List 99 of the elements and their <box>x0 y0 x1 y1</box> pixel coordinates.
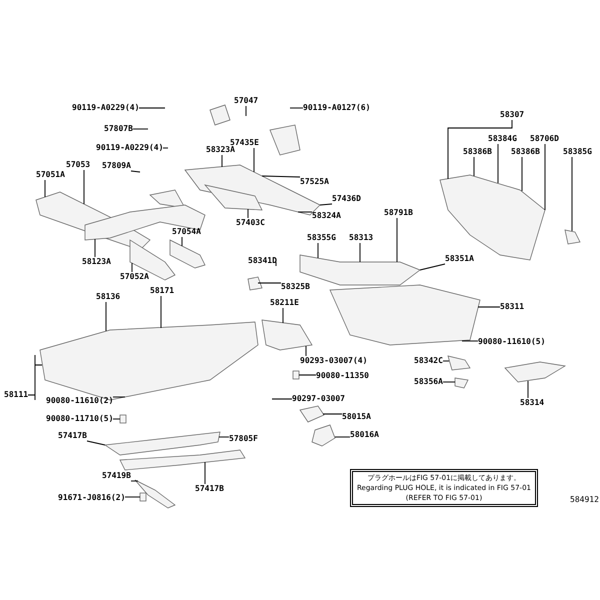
part-number: 58385G <box>563 147 592 157</box>
leader-line <box>334 436 350 438</box>
part-number: 57417B <box>58 431 87 441</box>
leader-line <box>420 264 446 270</box>
body-part-drawing <box>440 174 546 260</box>
part-number: 57051A <box>36 170 65 180</box>
bolt-drawing <box>140 492 146 502</box>
part-number: 58706D <box>530 134 559 144</box>
body-part-drawing <box>134 480 176 508</box>
part-number: 90119-A0229(4) <box>96 143 164 153</box>
part-number: 58314 <box>520 398 544 408</box>
leader-line <box>112 396 126 398</box>
leader-line <box>124 496 140 498</box>
part-number: 58791B <box>384 208 413 218</box>
part-number: 90297-03007 <box>292 394 345 404</box>
leader-line <box>160 296 162 328</box>
leader-line <box>44 180 46 198</box>
drawing-number: 584912 <box>570 495 599 504</box>
part-number: 58211E <box>270 298 299 308</box>
part-number: 58016A <box>350 430 379 440</box>
leader-line <box>442 360 450 362</box>
part-number: 57417B <box>195 484 224 494</box>
leader-line <box>130 170 140 172</box>
body-part-drawing <box>564 230 581 244</box>
body-part-drawing <box>204 184 263 210</box>
leader-line <box>258 282 282 284</box>
leader-line <box>112 418 120 420</box>
part-number: 90080-11610(2) <box>46 396 114 406</box>
leader-line <box>86 440 106 446</box>
part-number: 57809A <box>102 161 131 171</box>
part-number: 58136 <box>96 292 120 302</box>
leader-line <box>462 340 478 342</box>
part-number: 58341D <box>248 256 277 266</box>
leader-line <box>282 308 284 324</box>
leader-line <box>218 436 230 438</box>
part-number: 58386B <box>511 147 540 157</box>
part-number: 58325B <box>281 282 310 292</box>
part-number: 58015A <box>342 412 371 422</box>
part-number: 57052A <box>120 272 149 282</box>
part-number: 58313 <box>349 233 374 243</box>
leader-line <box>298 374 316 376</box>
leader-line <box>262 176 300 178</box>
body-part-drawing <box>262 320 313 350</box>
part-number: 58323A <box>206 145 235 155</box>
part-number: 57419B <box>102 471 131 481</box>
part-number: 90119-A0229(4) <box>72 103 140 113</box>
part-number: 90080-11710(5) <box>46 414 114 424</box>
part-number: 90293-03007(4) <box>300 356 368 366</box>
body-part-drawing <box>329 284 480 346</box>
body-part-drawing <box>448 356 471 370</box>
part-number: 58355G <box>307 233 336 243</box>
part-number: 57047 <box>234 96 258 106</box>
part-number: 58111 <box>4 390 28 400</box>
part-number: 58351A <box>445 254 474 264</box>
bolt-drawing <box>292 370 300 380</box>
leader-line <box>204 462 206 484</box>
body-part-drawing <box>270 124 300 156</box>
part-number: 58324A <box>312 211 341 221</box>
leader-line <box>478 306 500 308</box>
leader-line <box>28 354 42 400</box>
body-part-drawing <box>504 362 566 382</box>
leader-line <box>130 480 138 482</box>
leader-line <box>94 238 96 258</box>
body-part-drawing <box>119 450 246 470</box>
body-part-drawing <box>104 432 220 456</box>
body-part-drawing <box>299 406 325 422</box>
part-number: 90080-11610(5) <box>478 337 546 347</box>
note-box <box>352 471 536 505</box>
part-number: 58311 <box>500 302 524 312</box>
body-part-drawing <box>454 378 469 388</box>
body-part-drawing <box>170 239 206 268</box>
part-number: 58171 <box>150 286 174 296</box>
body-part-drawing <box>312 424 336 446</box>
part-number: 57525A <box>300 177 329 187</box>
part-number: 57807B <box>104 124 133 134</box>
body-part-drawing <box>149 190 186 208</box>
part-number: 91671-J0816(2) <box>58 493 126 503</box>
body-part-drawing <box>210 104 230 126</box>
part-number: 57403C <box>236 218 265 228</box>
body-part-drawing <box>248 276 262 290</box>
leader-line <box>132 128 148 130</box>
leader-line <box>544 144 546 210</box>
part-number: 57053 <box>66 160 90 170</box>
part-number: 58384G <box>488 134 517 144</box>
part-number: 58386B <box>463 147 492 157</box>
part-number: 58356A <box>414 377 443 387</box>
leader-line <box>272 398 292 400</box>
part-number: 57436D <box>332 194 361 204</box>
part-number: 90119-A0127(6) <box>303 103 370 113</box>
bolt-drawing <box>120 414 126 424</box>
part-number: 58123A <box>82 257 111 267</box>
part-number: 90080-11350 <box>316 371 369 381</box>
leader-line <box>396 218 398 262</box>
leader-line <box>320 204 332 206</box>
part-number: 58342C <box>414 356 443 366</box>
part-number: 57805F <box>229 434 258 444</box>
part-number: 58307 <box>500 110 524 120</box>
part-number: 57054A <box>172 227 201 237</box>
leader-line <box>448 120 512 180</box>
